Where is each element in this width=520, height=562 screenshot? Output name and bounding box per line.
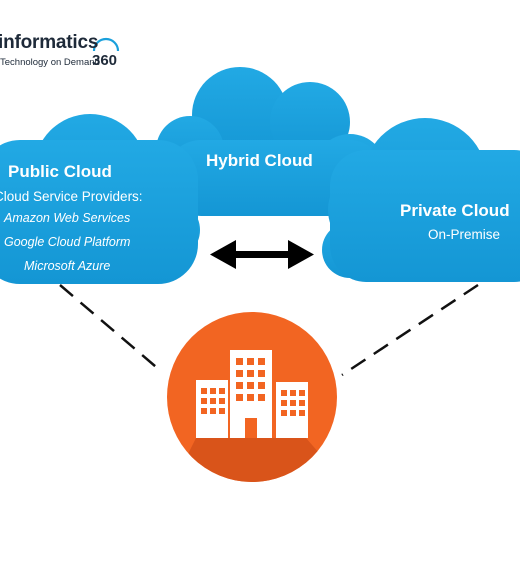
hybrid-cloud-title: Hybrid Cloud bbox=[206, 151, 313, 170]
logo-arc-icon bbox=[92, 37, 120, 52]
buildings-icon bbox=[167, 312, 337, 482]
public-cloud-title: Public Cloud bbox=[8, 162, 112, 181]
public-cloud-provider-1: Amazon Web Services bbox=[4, 211, 131, 225]
logo-name: informatics bbox=[0, 32, 99, 53]
public-cloud-shape bbox=[0, 114, 200, 284]
logo-tagline: Technology on Demand bbox=[0, 57, 100, 68]
private-cloud-title: Private Cloud bbox=[400, 201, 510, 220]
company-logo: informatics Technology on Demand 360 bbox=[0, 32, 130, 76]
private-cloud-shape bbox=[322, 118, 520, 282]
connector-line-right bbox=[341, 283, 479, 377]
public-cloud-subtitle: Cloud Service Providers: bbox=[0, 189, 143, 204]
logo-number: 360 bbox=[92, 52, 118, 69]
connector-line-left bbox=[59, 284, 163, 373]
public-cloud-provider-2: Google Cloud Platform bbox=[4, 235, 131, 249]
public-cloud-provider-3: Microsoft Azure bbox=[24, 259, 111, 273]
private-cloud-subtitle: On-Premise bbox=[428, 227, 501, 242]
double-headed-arrow-icon bbox=[210, 240, 314, 269]
